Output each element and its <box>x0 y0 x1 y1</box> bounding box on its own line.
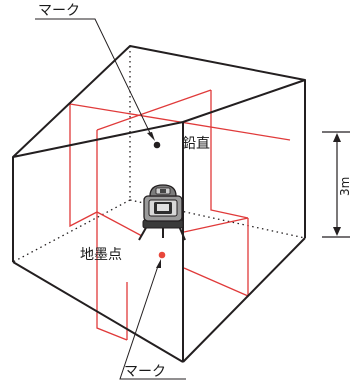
label-mark-bottom: マーク <box>124 364 166 380</box>
laser-back-right-wall <box>210 90 249 219</box>
height-dimension <box>322 131 350 238</box>
height-arrow-up <box>333 133 341 142</box>
label-plumb: 鉛直 <box>182 135 210 152</box>
laser-floor-line-1 <box>96 211 143 237</box>
laser-front-left-wall <box>96 130 128 341</box>
laser-level-device-icon <box>138 184 186 241</box>
laser-back-left-wall <box>69 104 98 228</box>
box-top-face <box>12 45 306 158</box>
box-edge-bottom-right <box>182 237 306 363</box>
leader-bottom <box>119 265 186 380</box>
plumb-point <box>153 141 161 149</box>
box-edge-bottom-left <box>12 261 184 363</box>
height-arrow-down <box>333 227 341 236</box>
hidden-edges <box>12 46 306 263</box>
label-height: 3m <box>338 177 352 196</box>
label-ground-point: 地墨点 <box>80 247 122 263</box>
leader-top <box>35 18 152 136</box>
ground-point <box>158 251 166 259</box>
leader-top-arrowhead <box>147 132 155 141</box>
laser-ceiling-line-2 <box>96 89 212 131</box>
hidden-edge-left <box>12 199 131 263</box>
label-mark-top: マーク <box>38 3 80 19</box>
leader-bottom-arrowhead <box>156 259 161 268</box>
room-box <box>12 45 306 363</box>
laser-floor-line-2 <box>183 217 249 233</box>
